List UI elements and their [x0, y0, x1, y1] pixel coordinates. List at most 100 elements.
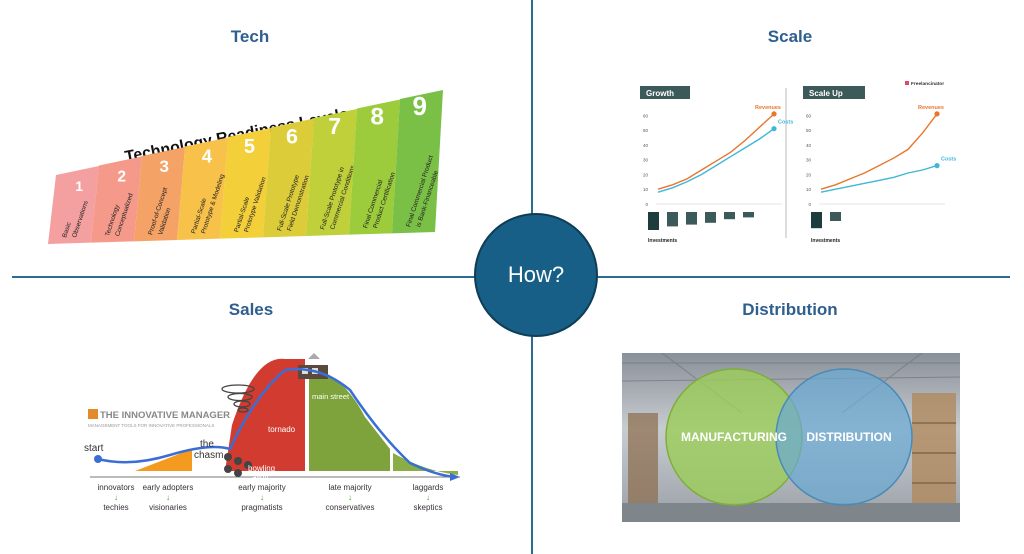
segment-1: early adopters↓visionaries	[143, 483, 194, 512]
chart-title: Scale Up	[809, 89, 843, 98]
brand-logo-icon	[88, 409, 98, 419]
distribution-title: Distribution	[742, 300, 838, 319]
early-adopters-area	[135, 449, 192, 471]
distribution-image: MANUFACTURING DISTRIBUTION	[622, 353, 960, 522]
trl-number: 5	[244, 136, 255, 158]
investment-bar	[724, 212, 735, 220]
y-tick-label: 60	[643, 113, 649, 118]
segment-top-label: innovators	[98, 483, 135, 492]
segment-top-label: early majority	[238, 483, 286, 492]
y-tick-label: 50	[643, 128, 649, 133]
y-tick-label: 10	[643, 187, 649, 192]
trl-number: 3	[160, 157, 169, 176]
trl-number: 7	[328, 113, 341, 139]
y-tick-label: 10	[806, 187, 812, 192]
start-label: start	[84, 443, 104, 454]
segment-top-label: early adopters	[143, 483, 194, 492]
y-tick-label: 30	[806, 158, 812, 163]
growth-chart: Growth 0 10 20 30 40 50 60 RevenuesCostsInvestme…	[640, 86, 793, 244]
series-end-point	[771, 111, 777, 117]
brand-main: THE INNOVATIVE MANAGER	[100, 410, 230, 421]
bowling-label-2: alley	[252, 473, 268, 482]
brand-sub: MANAGEMENT TOOLS FOR INNOVATIVE PROFESSI…	[88, 423, 214, 428]
chart-brand: Freelancinator	[911, 81, 944, 87]
series-line-revenues	[657, 113, 775, 190]
investment-bar	[686, 212, 697, 225]
segment-top-label: laggards	[413, 483, 444, 492]
late-majority-area	[309, 367, 390, 471]
series-label: Revenues	[918, 105, 944, 111]
trl-diagram: Technology Readiness Levels 1BasicObserv…	[48, 90, 443, 244]
chasm-label-2: chasm	[194, 450, 223, 461]
segment-top-label: late majority	[328, 483, 371, 492]
tech-title: Tech	[230, 27, 270, 46]
early-majority-area	[225, 358, 305, 471]
series-label: Costs	[941, 157, 956, 163]
segment-2: early majority↓pragmatists	[238, 483, 286, 512]
chart-title-box: Scale Up	[803, 86, 865, 99]
distribution-label: DISTRIBUTION	[806, 430, 891, 444]
series-label: Costs	[778, 120, 793, 126]
investments-label: Investments	[648, 238, 677, 244]
trl-number: 4	[202, 146, 213, 167]
segment-3: late majority↓conservatives	[326, 483, 375, 512]
trl-number: 6	[286, 125, 298, 149]
sales-title: Sales	[228, 300, 274, 319]
segment-arrow-icon: ↓	[114, 493, 118, 502]
trl-number: 9	[413, 91, 427, 121]
how-label: How?	[507, 262, 565, 287]
segment-bottom-label: visionaries	[149, 503, 187, 512]
investment-bar	[743, 212, 754, 218]
segment-arrow-icon: ↓	[348, 493, 352, 502]
segment-arrow-icon: ↓	[260, 493, 264, 502]
investment-bar	[811, 212, 822, 229]
warehouse-shelves	[628, 393, 956, 513]
y-tick-label: 40	[643, 143, 649, 148]
chasm-label-1: the	[200, 439, 214, 450]
chart-title: Growth	[646, 89, 674, 98]
series-label: Revenues	[755, 105, 781, 111]
tornado-label: tornado	[268, 425, 296, 434]
y-tick-label: 30	[643, 158, 649, 163]
y-tick-label: 50	[806, 128, 812, 133]
trl-description: Basic	[61, 221, 73, 239]
brand-icon	[905, 81, 909, 85]
adoption-path	[97, 368, 456, 479]
y-tick-label: 0	[808, 202, 811, 207]
trl-number: 1	[75, 178, 83, 194]
y-tick-label: 60	[806, 113, 812, 118]
laggards-area	[393, 453, 458, 475]
series-end-point	[771, 126, 777, 132]
scale-up-chart: Scale Up0102030405060RevenuesCostsInvest…	[803, 81, 956, 244]
bowling-label-1: bowling	[248, 464, 275, 473]
y-tick-label: 20	[806, 172, 812, 177]
segment-4: laggards↓skeptics	[413, 483, 444, 512]
segment-bottom-label: pragmatists	[241, 503, 282, 512]
y-tick-label: 20	[643, 172, 649, 177]
series-line-costs	[820, 164, 938, 193]
series-end-point	[934, 111, 940, 117]
how-hub: How?	[474, 213, 598, 337]
investment-bar	[667, 212, 678, 227]
y-tick-label: 0	[645, 202, 648, 207]
bowling-pins-icon	[224, 453, 252, 477]
scale-charts: Growth 0 10 20 30 40 50 60 RevenuesCostsInvestme…	[640, 81, 956, 244]
investment-bar	[830, 212, 841, 221]
segment-bottom-label: skeptics	[414, 503, 443, 512]
investment-bar	[705, 212, 716, 223]
trl-number: 2	[117, 169, 126, 186]
series-line-costs	[657, 128, 775, 193]
segment-arrow-icon: ↓	[426, 493, 430, 502]
warehouse-floor	[622, 503, 960, 522]
segment-bottom-label: conservatives	[326, 503, 375, 512]
manufacturing-label: MANUFACTURING	[681, 430, 787, 444]
investment-bar	[648, 212, 659, 230]
trl-number: 8	[370, 104, 384, 131]
